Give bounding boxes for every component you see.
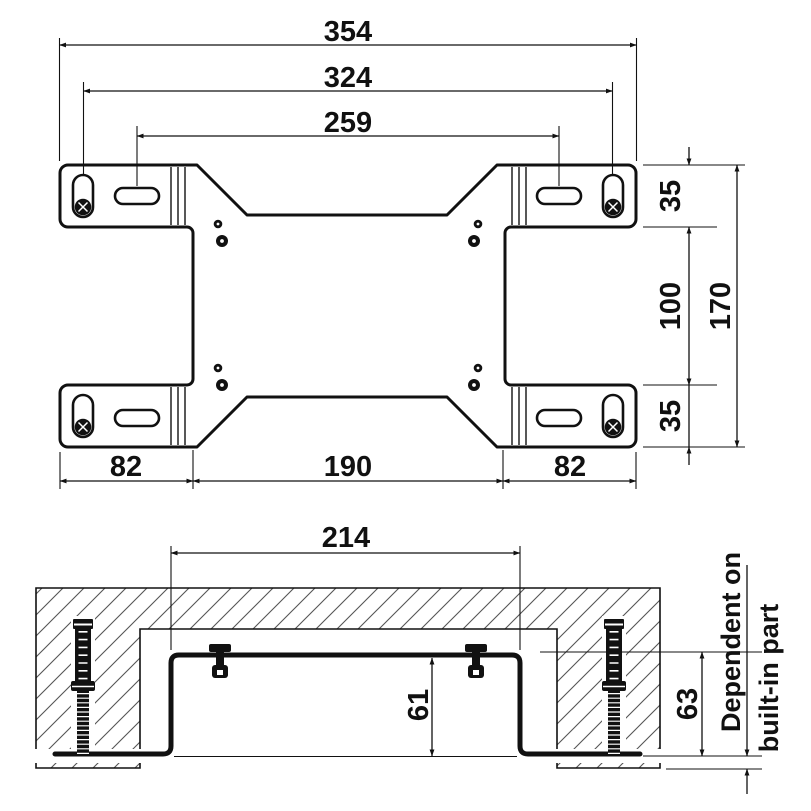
fixing-holes [213,219,483,391]
screw-icon [604,198,622,216]
dim-inner-height-label: 61 [403,689,435,721]
dim-rail-spacing-label: 214 [322,522,370,554]
wall-anchor [71,619,95,755]
dim-outer-height: 63 [672,651,705,757]
dependent-note-line2: built-in part [754,604,784,752]
horizontal-slot [113,186,161,206]
dim-inner-height: 61 [403,657,435,757]
rail-bolt [465,644,487,678]
horizontal-slot [535,408,583,428]
dim-top-tab-height-label: 35 [655,180,687,212]
screw-icon [74,418,92,436]
top-view-plate [58,163,638,449]
dim-overall-width: 354 [59,16,637,48]
dim-outer-slot-spacing-label: 324 [324,62,372,94]
dim-overall-height-label: 170 [705,282,737,330]
dim-outer-height-label: 63 [672,688,704,720]
dim-inner-height-label: 100 [655,282,687,330]
dim-bottom-tab-height-label: 35 [655,400,687,432]
dim-inner-slot-spacing-label: 259 [324,107,372,139]
screw-icon [74,198,92,216]
dim-left-tab-width-label: 82 [110,451,142,483]
top-view-dimensions: 354 324 259 35 100 35 170 82 190 [58,16,745,489]
concrete-structure [35,587,661,769]
section-view [30,587,666,769]
wall-anchor [602,619,626,755]
rail-bolt [209,644,231,678]
dim-bottom-widths: 82 190 82 [59,451,637,484]
bracket-profile [52,652,643,757]
dim-outer-slot-spacing: 324 [83,62,613,94]
dim-right-tab-width-label: 82 [554,451,586,483]
plate-outline [58,163,638,449]
dim-inner-slot-spacing: 259 [136,107,560,139]
dim-center-width-label: 190 [324,451,372,483]
slot-screws [74,198,622,436]
dependent-note-line1: Dependent on [716,552,746,732]
dim-dependent-gap: Dependent on built-in part [716,552,784,794]
dim-overall-height: 170 [705,164,740,448]
dim-overall-width-label: 354 [324,16,372,48]
dim-rail-spacing: 214 [170,522,521,556]
horizontal-slot [113,408,161,428]
horizontal-slot [535,186,583,206]
dim-right-stack: 35 100 35 [655,147,692,465]
section-view-dimensions: 214 61 63 Dependent on built-in part [170,522,784,794]
screw-icon [604,418,622,436]
bend-lines [170,167,527,445]
